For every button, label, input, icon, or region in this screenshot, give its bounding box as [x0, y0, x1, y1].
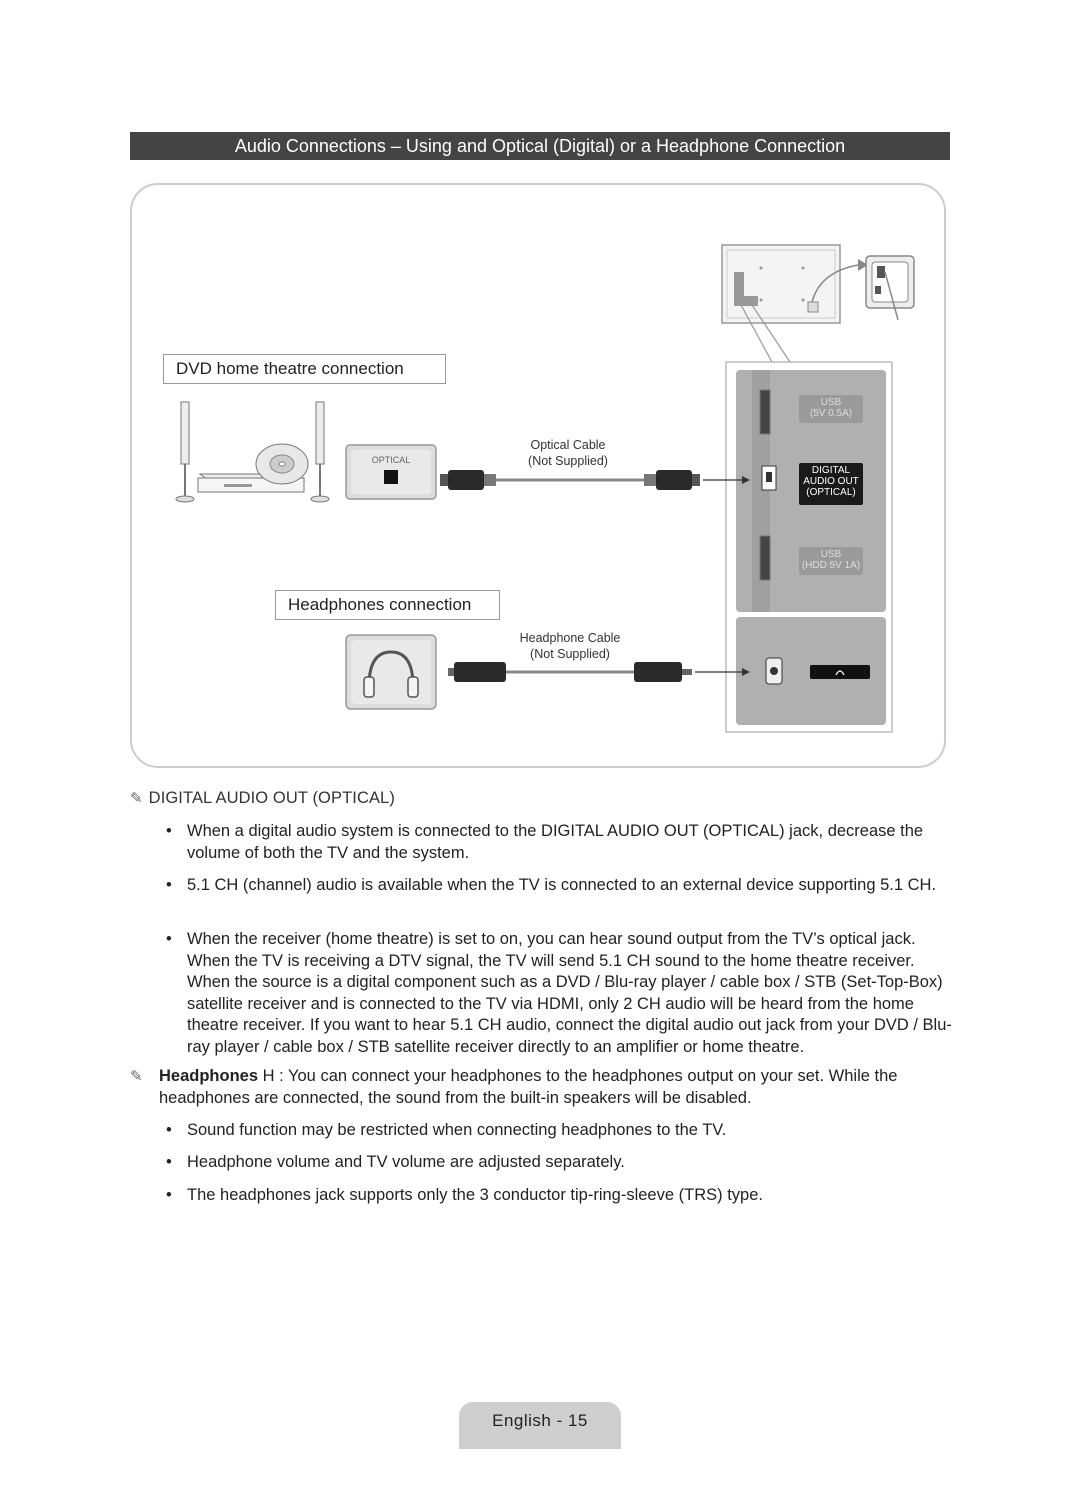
usb-port-label-1: USB (5V 0.5A) [799, 395, 863, 423]
bullet-icon: • [166, 1186, 172, 1204]
connection-diagram [175, 244, 915, 733]
bullet-icon: • [166, 930, 172, 948]
headphones-note-text: : You can connect your headphones to the… [159, 1067, 898, 1107]
list-item: • The headphones jack supports only the … [166, 1185, 956, 1207]
headphones-term: Headphones [159, 1067, 259, 1085]
headphones-note: ✎ Headphones H : You can connect your he… [130, 1066, 956, 1109]
dvd-home-theatre-label: DVD home theatre connection [163, 354, 446, 384]
digital-audio-heading: ✎DIGITAL AUDIO OUT (OPTICAL) [130, 789, 395, 807]
headphone-cable-icon [448, 662, 750, 682]
page-number: English - 15 [459, 1402, 621, 1449]
optical-port-label: OPTICAL [371, 455, 411, 465]
optical-cable-caption-2: (Not Supplied) [528, 454, 608, 468]
section-title: Audio Connections – Using and Optical (D… [130, 132, 950, 160]
headphone-cable-caption-2: (Not Supplied) [530, 647, 610, 661]
bullet-icon: • [166, 876, 172, 894]
bullet-icon: • [166, 1121, 172, 1139]
digital-audio-out-label: DIGITAL AUDIO OUT (OPTICAL) [799, 463, 863, 505]
headphones-icon [345, 634, 437, 710]
headphones-connection-label: Headphones connection [275, 590, 500, 620]
bullet-icon: • [166, 822, 172, 840]
list-item: • When a digital audio system is connect… [166, 822, 924, 862]
list-item: • Sound function may be restricted when … [166, 1120, 956, 1142]
usb-port-label-2: USB (HDD 5V 1A) [799, 547, 863, 575]
note-pencil-icon: ✎ [130, 790, 143, 807]
tv-back-icon [721, 244, 868, 324]
connection-diagram-frame [130, 183, 946, 768]
list-item: • Headphone volume and TV volume are adj… [166, 1152, 956, 1174]
optical-port-icon [345, 444, 437, 500]
bullet-icon: • [166, 1153, 172, 1171]
headphone-cable-caption-1: Headphone Cable [519, 631, 621, 645]
headphones-symbol: H [262, 1067, 275, 1085]
optical-cable-icon [440, 470, 750, 490]
home-theatre-icon [175, 401, 330, 503]
note-pencil-icon: ✎ [130, 1068, 143, 1085]
optical-cable-caption-1: Optical Cable [530, 438, 606, 452]
list-item: • 5.1 CH (channel) audio is available wh… [166, 875, 956, 897]
list-item: • When the receiver (home theatre) is se… [166, 930, 952, 1056]
power-socket-icon [865, 255, 915, 321]
